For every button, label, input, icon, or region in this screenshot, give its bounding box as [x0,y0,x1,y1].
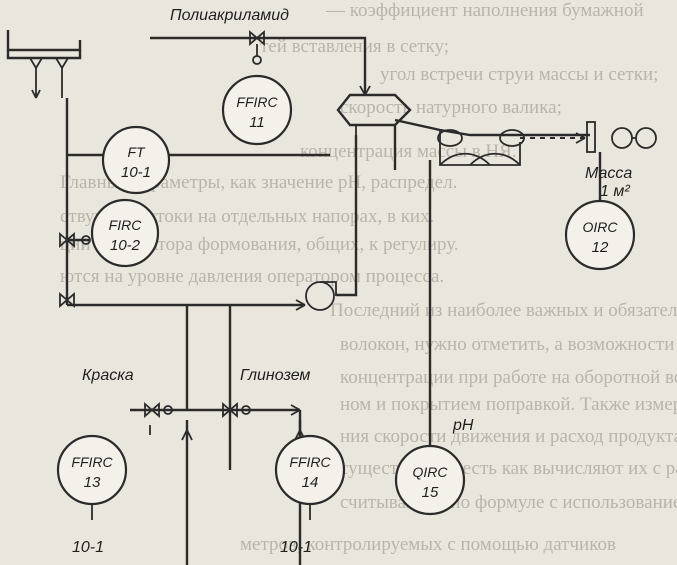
valves [59,30,265,418]
ph-label: pH [452,417,474,434]
bg-line: ются на уровне давления оператором проце… [60,266,444,287]
bg-line: считываются по формуле с использованием … [340,492,677,513]
instrument-tag: QIRC [413,464,449,480]
bg-line: концентрация массы в НЯ. [300,141,517,162]
bg-line: ции анализатора формования, общих, к рег… [60,234,459,255]
instrument-number: 11 [249,114,265,131]
instrument-firc-10-2: FIRC 10-2 [90,198,160,268]
instrument-oirc-12: OIRC 12 [564,199,636,271]
bg-line: существует, то есть как вычисляют их с р… [340,458,677,479]
bg-line: ном и покрытием поправкой. Также измере. [340,394,677,415]
valve-firc [59,232,75,248]
bg-line: ния скорости движения и расход продукта … [340,426,677,447]
alumina-label: Глинозем [240,367,310,384]
bg-line: метров, контролируемых с помощью датчико… [240,534,616,555]
instrument-tag: FFIRC [236,94,278,110]
valve-alumina [222,402,238,418]
instrument-tag: FFIRC [71,454,113,470]
valve-polyacrylamide [249,30,265,46]
bg-line: — коэффициент наполнения бумажной [325,0,644,21]
instrument-tag: FIRC [109,217,143,233]
instrument-number: 15 [422,484,439,501]
bg-line: Последний из наиболее важных и обязатель… [330,300,677,321]
mass-unit-label: 1 м² [600,183,630,200]
bg-line: угол встречи струи массы и сетки; [380,64,658,85]
instrument-qirc-15: QIRC 15 [394,444,466,516]
mass-label: Масса [585,165,632,182]
valve-main [59,292,75,308]
instrument-ffirc-13: FFIRC 13 [56,434,128,506]
bg-line: скорость натурного валика; [340,97,562,118]
instrument-number: 14 [302,474,319,491]
ref-label-14: 10-1 [280,539,312,556]
instrument-number: 13 [84,474,101,491]
instrument-ffirc-14: FFIRC 14 [274,434,346,506]
bg-line: тей вставления в сетку; [260,36,449,57]
instrument-number: 10-2 [110,237,141,254]
background-page-text: — коэффициент наполнения бумажной тей вс… [60,0,677,555]
paint-label: Краска [82,367,134,384]
bg-line: волокон, нужно отметить, а возможности [340,334,674,355]
instrument-ffirc-11: FFIRC 11 [221,74,293,146]
instrument-tag: FT [127,144,146,160]
instrument-number: 12 [592,239,609,256]
bg-line: концентрации при работе на оборотной вод… [340,367,677,388]
instrument-tag: OIRC [583,219,619,235]
valve-paint [144,402,160,418]
ref-label-13: 10-1 [72,539,104,556]
instrument-tag: FFIRC [289,454,331,470]
instrument-ft-10-1: FT 10-1 [101,125,171,195]
instrument-number: 10-1 [121,164,151,181]
top-left-tank [6,30,82,99]
polyacrylamide-label: Полиакриламид [170,7,289,24]
